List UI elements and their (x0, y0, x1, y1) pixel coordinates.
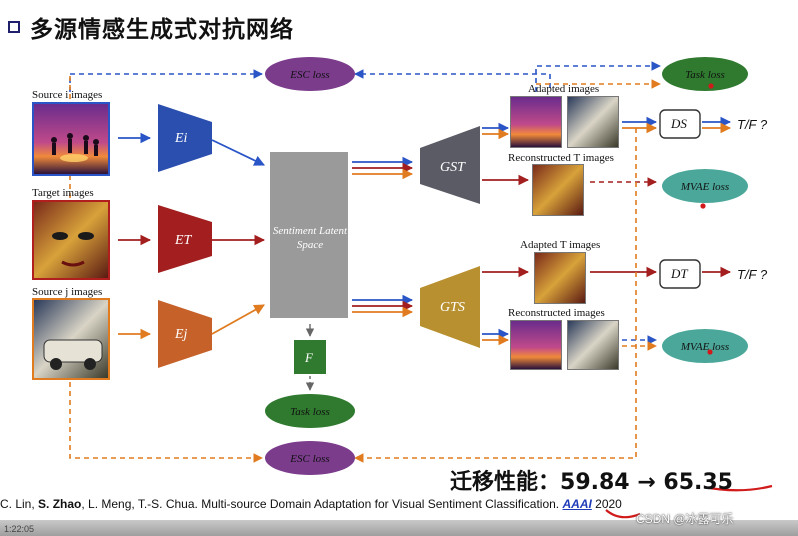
discriminator-s-box (659, 109, 701, 139)
esc-loss-top-links (69, 61, 661, 198)
adapted-image-2 (567, 96, 619, 148)
source-i-image (32, 102, 110, 176)
slide-title: 多源情感生成式对抗网络 (30, 17, 294, 43)
discriminator-s-label: DS (671, 116, 687, 131)
esc-loss-bottom-node: ESC loss (265, 441, 355, 475)
annotation-dot (707, 349, 713, 355)
target-images-label: Target images (32, 187, 94, 199)
mvae-loss-top-node: MVAE loss (662, 169, 748, 203)
discriminator-t-box (659, 259, 701, 289)
metric-before: 59.84 (560, 470, 630, 495)
reconstructed-t-image (532, 164, 584, 216)
reconstructed-images-label: Reconstructed images (508, 307, 605, 319)
encoder-j-label: Ej (175, 327, 188, 342)
watermark: CSDN @冰露可乐 (636, 512, 734, 526)
classifier-f-label: F (305, 350, 313, 365)
metric-arrow: → (637, 470, 656, 495)
target-image (32, 200, 110, 280)
task-loss-bottom-node: Task loss (265, 394, 355, 428)
mvae-loss-bottom-label: MVAE loss (680, 341, 729, 353)
adapted-images-label: Adapted images (528, 83, 600, 95)
mvae-loss-top-label: MVAE loss (680, 181, 729, 193)
encoder-t-label: ET (175, 233, 192, 248)
generator-st-shape (420, 126, 480, 204)
source-j-label: Source j images (32, 286, 103, 298)
bullet-icon (8, 21, 20, 33)
task-loss-top-node: Task loss (662, 57, 748, 91)
generator-ts-shape (420, 266, 480, 348)
citation-authors-a: C. Lin, (0, 497, 39, 511)
esc-loss-top-label: ESC loss (289, 69, 329, 81)
task-loss-top-label: Task loss (685, 69, 725, 81)
citation-authors-c: , L. Meng, T.-S. Chua. Multi-source Doma… (81, 497, 563, 511)
metric-label: 迁移性能： (450, 470, 561, 495)
reconstructed-image-1 (510, 320, 562, 370)
encoder-i-shape (158, 104, 212, 172)
source-i-label: Source i images (32, 89, 103, 101)
citation-venue-link[interactable]: AAAI (562, 497, 592, 511)
annotation-dot (708, 83, 714, 89)
encoder-i-label: Ei (175, 131, 188, 146)
classifier-f-box (294, 340, 326, 374)
latent-space-box (270, 152, 348, 318)
metric-after: 65.35 (663, 470, 733, 495)
title-bar: 多源情感生成式对抗网络 (8, 10, 294, 44)
esc-loss-top-node: ESC loss (265, 57, 355, 91)
citation-year: 2020 (591, 497, 622, 511)
generator-ts-label: GTS (440, 300, 465, 315)
reconstructed-image-2 (567, 320, 619, 370)
citation: C. Lin, S. Zhao, L. Meng, T.-S. Chua. Mu… (0, 497, 622, 511)
handwritten-underline (605, 509, 641, 519)
citation-authors-b: S. Zhao (38, 497, 82, 511)
mvae-loss-bottom-node: MVAE loss (662, 329, 748, 363)
task-loss-bottom-label: Task loss (290, 406, 330, 418)
encoder-t-shape (158, 205, 212, 273)
encoder-j-shape (158, 300, 212, 368)
adapted-t-images-label: Adapted T images (520, 239, 601, 251)
latent-space-label: Sentiment Latent Space (272, 225, 348, 251)
tf-bottom-label: T/F ? (737, 267, 768, 282)
source-j-image (32, 298, 110, 380)
transfer-performance: 迁移性能：59.84 → 65.35 (450, 464, 733, 496)
generator-st-label: GST (440, 160, 465, 175)
discriminator-t-label: DT (671, 266, 688, 281)
reconstructed-t-images-label: Reconstructed T images (508, 152, 614, 164)
player-control-bar[interactable] (0, 520, 798, 536)
tf-top-label: T/F ? (737, 117, 768, 132)
annotation-dot (700, 203, 706, 209)
handwritten-underline (703, 484, 773, 492)
adapted-t-image (534, 252, 586, 304)
esc-loss-bottom-label: ESC loss (289, 453, 329, 465)
adapted-image-1 (510, 96, 562, 148)
timestamp: 1:22:05 (4, 524, 35, 534)
